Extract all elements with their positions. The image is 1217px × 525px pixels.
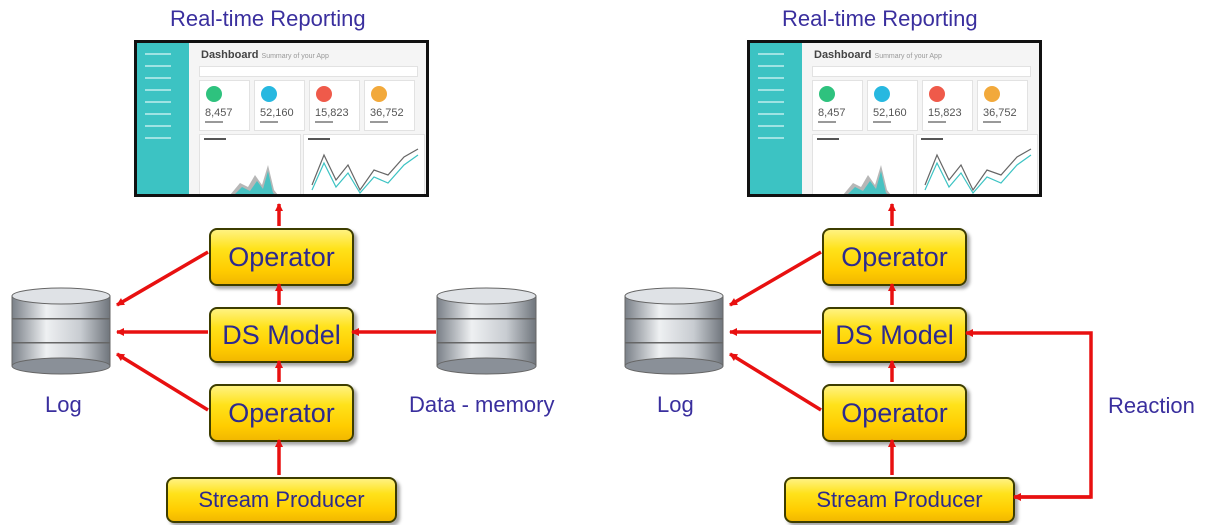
log-database-icon xyxy=(11,287,111,375)
dashboard-title: Dashboard Summary of your App xyxy=(814,49,942,61)
line-chart-icon xyxy=(311,148,419,194)
dashboard-monitor: Dashboard Summary of your App 8,457 52,1… xyxy=(747,40,1042,197)
area-chart-icon xyxy=(230,165,278,194)
stat-card: 52,160 xyxy=(254,80,305,131)
stat-card: 52,160 xyxy=(867,80,918,131)
line-chart-card xyxy=(916,134,1038,194)
dashboard-breadcrumb xyxy=(199,66,418,77)
area-chart-card xyxy=(199,134,301,194)
left-diagram: Real-time Reporting Dashboard Summary of… xyxy=(0,0,608,525)
area-chart-icon xyxy=(843,165,891,194)
line-chart-icon xyxy=(924,148,1032,194)
dashboard-title: Dashboard Summary of your App xyxy=(201,49,329,61)
stat-card: 36,752 xyxy=(364,80,415,131)
area-chart-card xyxy=(812,134,914,194)
operator-bottom-box: Operator xyxy=(209,384,354,442)
dashboard-monitor: Dashboard Summary of your App 8,457 52,1… xyxy=(134,40,429,197)
log-database-icon xyxy=(624,287,724,375)
stat-card: 36,752 xyxy=(977,80,1028,131)
dashboard-sidebar xyxy=(137,43,189,194)
reporting-title: Real-time Reporting xyxy=(170,6,366,31)
data-memory-label: Data - memory xyxy=(409,392,555,417)
dashboard-main: Dashboard Summary of your App 8,457 52,1… xyxy=(189,43,426,194)
stat-card: 15,823 xyxy=(922,80,973,131)
line-chart-card xyxy=(303,134,425,194)
stat-card: 8,457 xyxy=(199,80,250,131)
reporting-title: Real-time Reporting xyxy=(782,6,978,31)
stat-card: 8,457 xyxy=(812,80,863,131)
memory-database-icon xyxy=(436,287,537,375)
log-label: Log xyxy=(657,392,694,417)
stream-producer-box: Stream Producer xyxy=(166,477,397,523)
operator-top-box: Operator xyxy=(209,228,354,286)
dashboard-sidebar xyxy=(750,43,802,194)
dashboard-breadcrumb xyxy=(812,66,1031,77)
stat-card: 15,823 xyxy=(309,80,360,131)
log-label: Log xyxy=(45,392,82,417)
operator-top-box: Operator xyxy=(822,228,967,286)
dashboard-main: Dashboard Summary of your App 8,457 52,1… xyxy=(802,43,1039,194)
ds-model-box: DS Model xyxy=(822,307,967,363)
flow-arrows xyxy=(624,203,1093,501)
right-diagram: Real-time Reporting Dashboard Summary of… xyxy=(613,0,1217,525)
operator-bottom-box: Operator xyxy=(822,384,967,442)
stream-producer-box: Stream Producer xyxy=(784,477,1015,523)
flow-arrows xyxy=(11,203,537,475)
reaction-label: Reaction xyxy=(1108,393,1195,418)
